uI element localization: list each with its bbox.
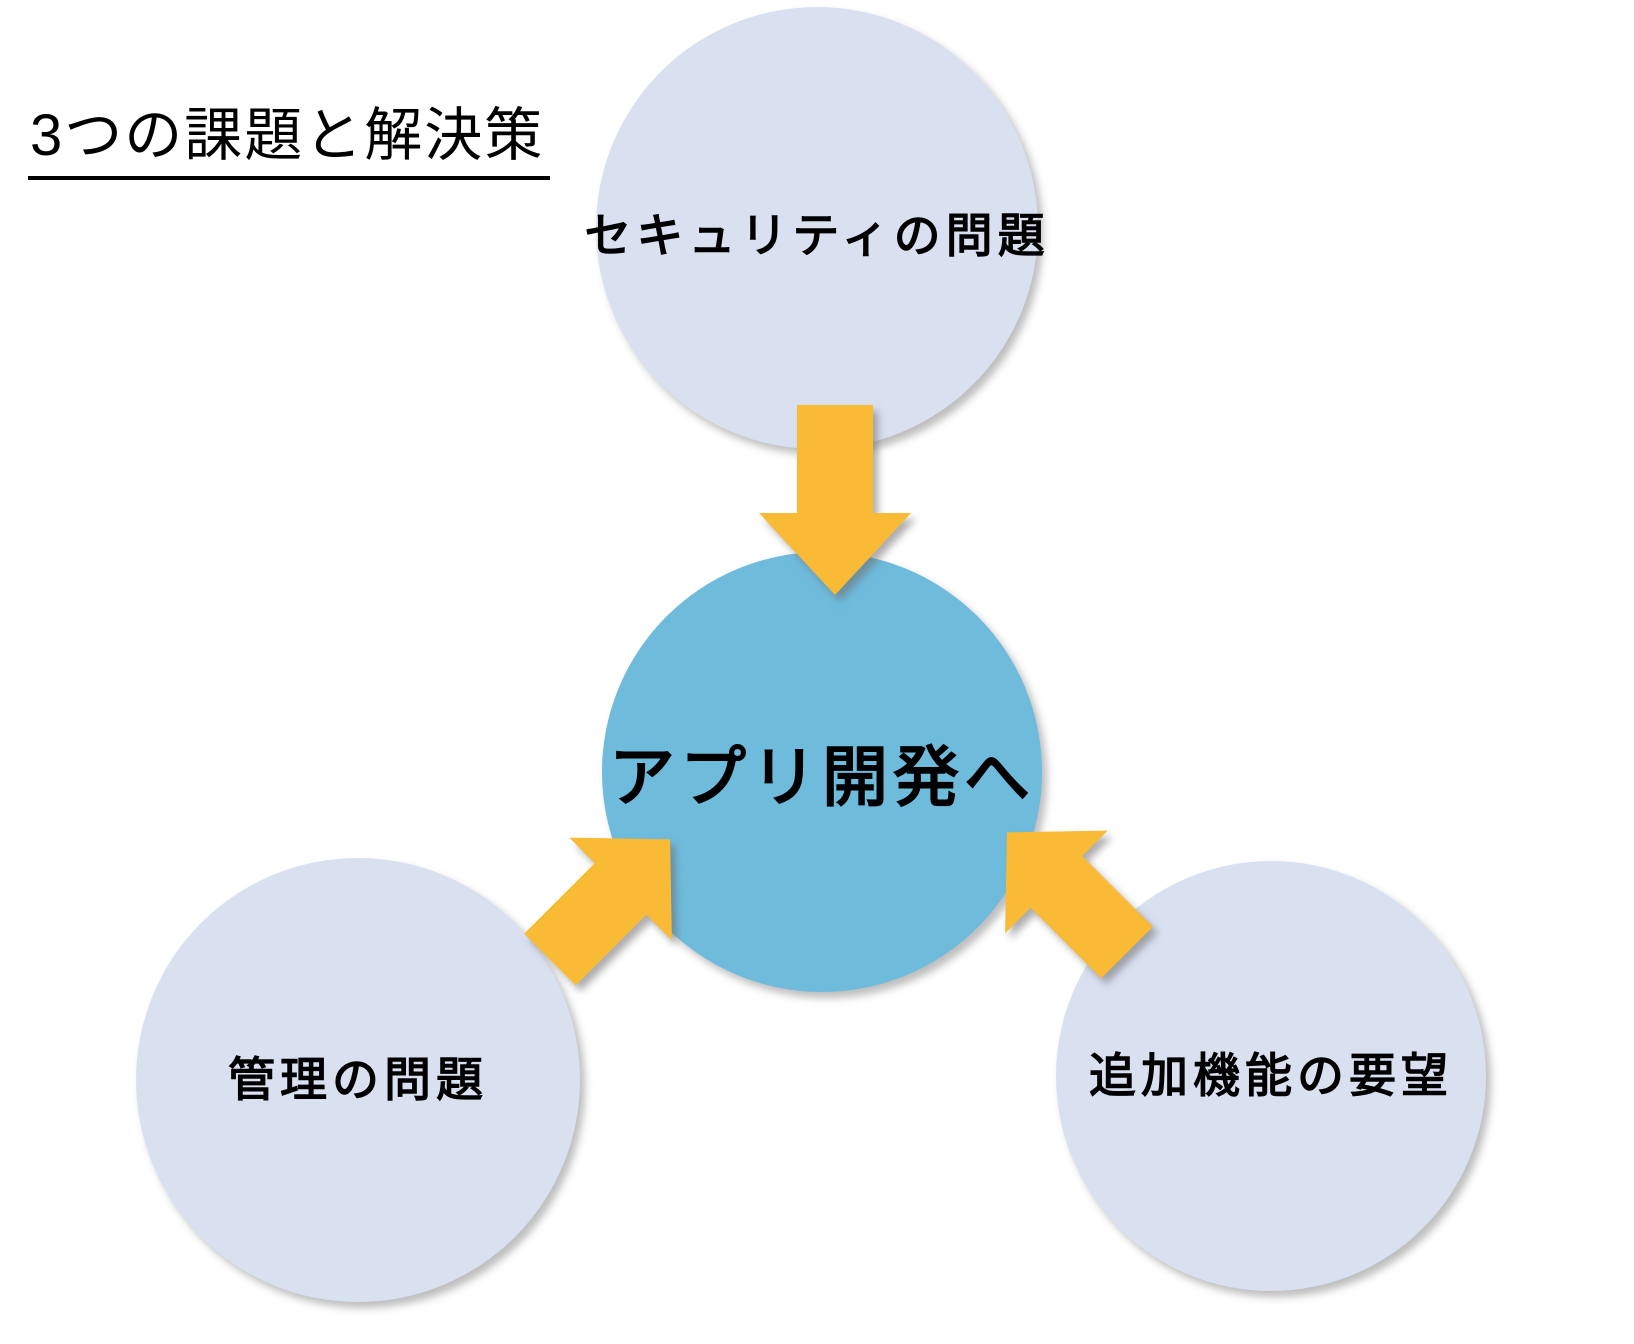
node-security-problem-label: セキュリティの問題 bbox=[584, 208, 1050, 262]
page-title: 3つの課題と解決策 bbox=[28, 88, 551, 180]
node-feature-request-label: 追加機能の要望 bbox=[1089, 1048, 1453, 1102]
block-arrow-up-left-icon bbox=[982, 820, 1153, 979]
node-management-problem-label: 管理の問題 bbox=[228, 1052, 488, 1106]
node-app-development-center: アプリ開発へ bbox=[602, 552, 1042, 992]
block-arrow-up-right-icon bbox=[524, 827, 695, 986]
node-management-problem: 管理の問題 bbox=[136, 858, 580, 1302]
node-app-development-label: アプリ開発へ bbox=[609, 740, 1035, 814]
block-arrow-down-icon bbox=[759, 405, 911, 595]
node-security-problem: セキュリティの問題 bbox=[584, 7, 1045, 449]
